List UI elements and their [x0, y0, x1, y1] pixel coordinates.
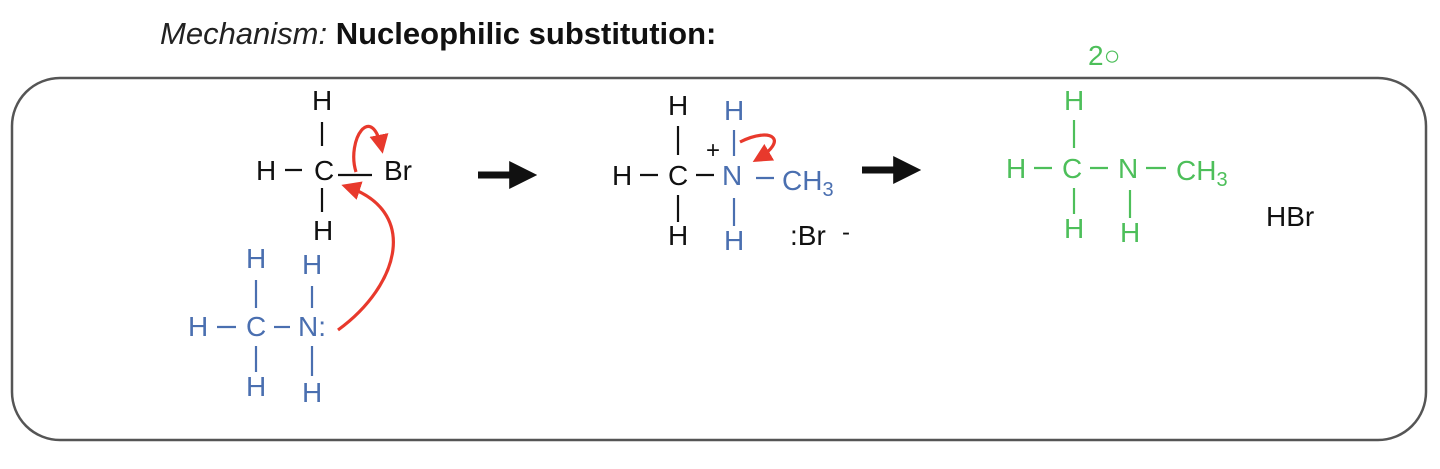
curly-arrow-n-to-c [337, 181, 395, 332]
atom-c: C [246, 311, 266, 342]
intermediate-ammonium-bonds [732, 130, 774, 226]
bromomethane-bonds [285, 122, 372, 212]
mechanism-heading: Mechanism: Nucleophilic substitution: [160, 16, 716, 52]
intermediate-ammonium-group: H N CH3 H [722, 95, 834, 256]
atom-br: Br [384, 155, 412, 186]
byproduct-hbr: HBr [1266, 201, 1314, 232]
atom-h-n-top: H [724, 95, 744, 126]
mechanism-frame [10, 76, 1428, 442]
bromomethane-molecule: H H C Br H [256, 85, 412, 246]
atom-h-c-top: H [246, 243, 266, 274]
atom-h-left: H [1006, 153, 1026, 184]
atom-c: C [1062, 153, 1082, 184]
mechanism-label: Mechanism: [160, 16, 328, 51]
atom-h-n-bottom: H [302, 377, 322, 408]
secondary-amine-label: 2○ [1088, 40, 1120, 71]
methyl-group-ch3: CH3 [1176, 155, 1228, 191]
atom-h-top: H [668, 90, 688, 121]
bromide-charge: - [842, 219, 850, 246]
bromide-ion: :Br - [790, 219, 850, 251]
atom-h-left: H [256, 155, 276, 186]
atom-n: N [722, 160, 742, 191]
atom-h-left: H [612, 160, 632, 191]
positive-charge: + [706, 137, 720, 164]
product-secondary-amine: 2○ H H C N CH3 H H [1006, 40, 1228, 248]
methylamine-molecule: H C N: H H H H [188, 243, 326, 408]
atom-h-n-bottom: H [1120, 217, 1140, 248]
atom-h-top: H [1064, 85, 1084, 116]
atom-h-bottom: H [1064, 213, 1084, 244]
methylamine-bonds [217, 280, 314, 376]
atom-h-n-top: H [302, 249, 322, 280]
intermediate-methyl-group: H H C H + [612, 90, 720, 251]
atom-h-top: H [312, 85, 332, 116]
atom-h-bottom: H [313, 215, 333, 246]
atom-h-n-bottom: H [724, 225, 744, 256]
atom-n: N [1118, 153, 1138, 184]
curly-arrow-nh-bond [739, 133, 776, 162]
bromide-label: :Br [790, 220, 826, 251]
curly-arrow-bond-to-br [352, 124, 389, 173]
mechanism-title: Nucleophilic substitution: [335, 16, 717, 51]
atom-c: C [668, 160, 688, 191]
atom-n-lone-pair: N: [298, 311, 326, 342]
atom-h-bottom: H [668, 220, 688, 251]
atom-h-left: H [188, 311, 208, 342]
product-bonds [1034, 120, 1166, 218]
atom-c: C [314, 155, 334, 186]
atom-h-c-bottom: H [246, 371, 266, 402]
intermediate-methyl-bonds [640, 126, 714, 222]
methyl-group-ch3: CH3 [782, 165, 834, 201]
